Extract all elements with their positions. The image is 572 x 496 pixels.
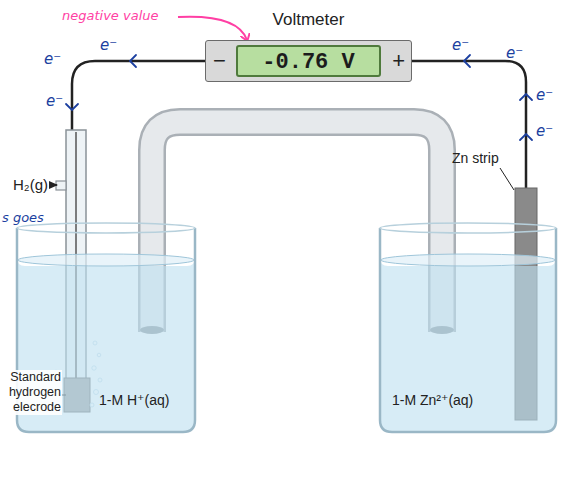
annotation: negative value xyxy=(62,8,159,24)
electron-label: e⁻ xyxy=(536,122,553,140)
annotation: s goes xyxy=(2,210,44,226)
electron-label: e⁻ xyxy=(506,44,523,62)
part-name: Zn strip xyxy=(452,150,499,167)
solution-label: 1-M Zn²⁺(aq) xyxy=(392,392,473,408)
gas-inlet-arrow xyxy=(49,184,57,186)
voltage-reading: -0.76 V xyxy=(238,50,379,75)
electron-label: e⁻ xyxy=(100,36,117,54)
part-name: Standard hydrogen elecrode xyxy=(0,370,62,415)
electron-label: e⁻ xyxy=(46,92,63,110)
voltmeter-box: Voltmeter−+-0.76 V xyxy=(205,40,412,82)
terminal-sign: − xyxy=(213,48,226,74)
beaker: 1-M Zn²⁺(aq) xyxy=(378,222,558,434)
electron-label: e⁻ xyxy=(452,36,469,54)
gas-label: H₂(g) xyxy=(13,176,48,194)
electron-label: e⁻ xyxy=(536,86,553,104)
terminal-sign: + xyxy=(392,48,405,74)
annotation-arrow xyxy=(178,17,247,40)
wire xyxy=(398,61,526,190)
wire xyxy=(72,61,205,132)
instrument-name: Voltmeter xyxy=(206,10,411,30)
leader-line xyxy=(500,168,514,190)
electron-label: e⁻ xyxy=(44,50,61,68)
solution-label: 1-M H⁺(aq) xyxy=(99,392,169,408)
voltmeter-display: -0.76 V xyxy=(236,45,381,77)
